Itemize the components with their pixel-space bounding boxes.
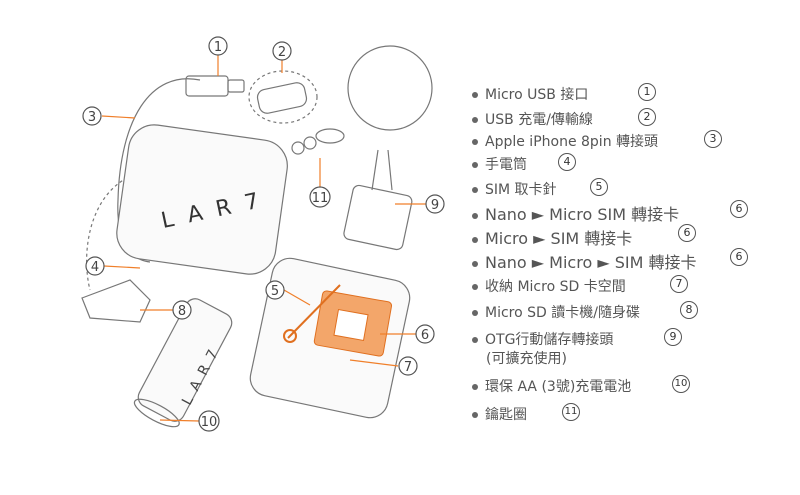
bullet-icon — [472, 139, 478, 145]
bullet-icon — [472, 337, 478, 343]
legend-item: SIM 取卡針 5 — [472, 178, 608, 199]
legend-number: 6 — [730, 200, 748, 218]
callout-10: 10 — [198, 410, 220, 432]
callout-8: 8 — [172, 300, 192, 320]
key-ring — [347, 45, 433, 131]
callout-1: 1 — [208, 36, 228, 56]
bullet-icon — [472, 236, 478, 243]
legend-text: SIM 取卡針 — [485, 182, 557, 198]
callout-2: 2 — [272, 41, 292, 61]
legend-item: Apple iPhone 8pin 轉接頭 3 — [472, 130, 722, 151]
callout-7: 7 — [398, 356, 418, 376]
callout-5: 5 — [265, 280, 285, 300]
bullet-icon — [472, 92, 478, 98]
legend-item: 收納 Micro SD 卡空間 7 — [472, 275, 688, 296]
legend-number: 11 — [562, 403, 580, 421]
bullet-icon — [472, 384, 478, 390]
otg-adapter — [343, 184, 413, 251]
callout-4: 4 — [85, 256, 105, 276]
iphone-adapter — [256, 82, 308, 114]
svg-text:8: 8 — [178, 304, 186, 319]
svg-text:6: 6 — [421, 328, 429, 343]
legend-text: Micro ► SIM 轉接卡 — [485, 229, 633, 248]
legend-text: Micro SD 讀卡機/隨身碟 — [485, 305, 640, 321]
legend-item: Nano ► Micro SIM 轉接卡 6 — [472, 200, 748, 225]
legend-text: 手電筒 — [485, 157, 527, 173]
legend-number: 6 — [730, 248, 748, 266]
legend-text: Nano ► Micro ► SIM 轉接卡 — [485, 253, 697, 272]
legend-subtext: (可擴充使用) — [486, 351, 567, 367]
legend-text: Apple iPhone 8pin 轉接頭 — [485, 134, 659, 150]
bullet-icon — [472, 187, 478, 193]
bullet-icon — [472, 310, 478, 316]
sd-reader — [81, 279, 151, 323]
legend-item: OTG行動儲存轉接頭 9 — [472, 328, 682, 349]
legend-text: Micro USB 接口 — [485, 87, 589, 103]
legend-item: 環保 AA (3號)充電電池 10 — [472, 375, 690, 396]
legend-item: 鑰匙圈 11 — [472, 403, 580, 424]
legend-number: 9 — [664, 328, 682, 346]
legend-text: Nano ► Micro SIM 轉接卡 — [485, 205, 680, 224]
legend-text: 環保 AA (3號)充電電池 — [485, 379, 632, 395]
svg-text:11: 11 — [312, 191, 329, 206]
legend-item: Micro USB 接口 1 — [472, 83, 656, 104]
legend-text: OTG行動儲存轉接頭 — [485, 332, 614, 348]
bullet-icon — [472, 284, 478, 290]
legend-number: 6 — [678, 224, 696, 242]
svg-text:7: 7 — [404, 360, 412, 375]
legend-number: 3 — [704, 130, 722, 148]
legend-item: Nano ► Micro ► SIM 轉接卡 6 — [472, 248, 748, 273]
bullet-icon — [472, 212, 478, 219]
callout-11: 11 — [309, 186, 331, 208]
legend-text: 收納 Micro SD 卡空間 — [485, 279, 626, 295]
svg-text:10: 10 — [201, 415, 218, 430]
legend-number: 4 — [558, 153, 576, 171]
legend-number: 8 — [680, 301, 698, 319]
sim-eject-pin — [287, 284, 341, 339]
legend-number: 5 — [590, 178, 608, 196]
svg-text:2: 2 — [278, 45, 286, 60]
legend-text: 鑰匙圈 — [485, 407, 527, 423]
legend-number: 7 — [670, 275, 688, 293]
legend-item: Micro SD 讀卡機/隨身碟 8 — [472, 301, 698, 322]
callout-9: 9 — [425, 194, 445, 214]
svg-text:5: 5 — [271, 284, 279, 299]
legend-item: Micro ► SIM 轉接卡 6 — [472, 224, 696, 249]
callout-6: 6 — [415, 324, 435, 344]
bullet-icon — [472, 260, 478, 267]
svg-text:4: 4 — [91, 260, 99, 275]
svg-text:9: 9 — [431, 198, 439, 213]
legend-text: USB 充電/傳輸線 — [485, 112, 593, 128]
callout-3: 3 — [82, 106, 102, 126]
aa-battery — [137, 298, 233, 422]
bullet-icon — [472, 162, 478, 168]
legend-number: 10 — [672, 375, 690, 393]
legend-item: 手電筒 4 — [472, 153, 576, 174]
svg-text:3: 3 — [88, 110, 96, 125]
bullet-icon — [472, 117, 478, 123]
bullet-icon — [472, 412, 478, 418]
legend-number: 2 — [638, 108, 656, 126]
legend-item: USB 充電/傳輸線 2 — [472, 108, 656, 129]
power-bank-body — [116, 124, 288, 275]
svg-text:1: 1 — [214, 40, 222, 55]
legend-number: 1 — [638, 83, 656, 101]
